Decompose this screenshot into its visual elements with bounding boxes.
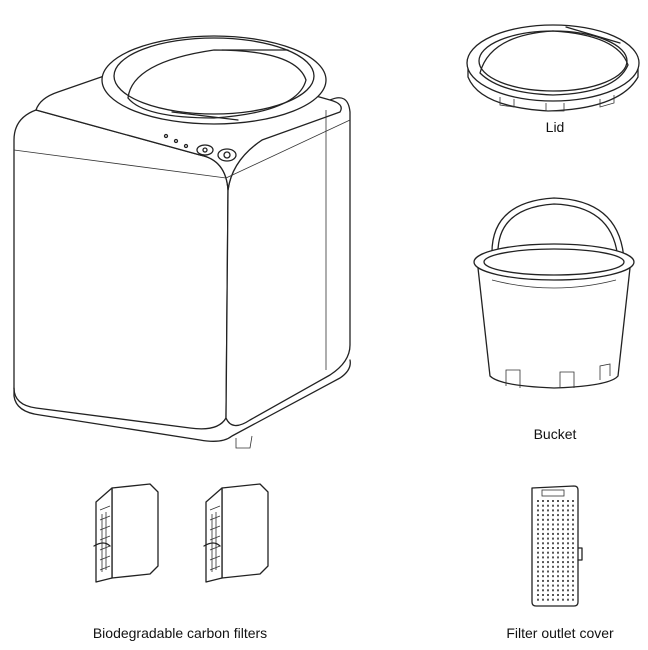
filter-cover-illustration [470,480,648,610]
filter-cover-label: Filter outlet cover [470,625,648,641]
lid-illustration [460,15,648,125]
carbon-filter-illustration-2 [200,480,280,585]
bucket-part: Bucket [460,190,648,450]
carbon-filter-illustration-1 [90,480,170,585]
bucket-label: Bucket [460,426,648,442]
lid-label: Lid [460,119,648,135]
filter-cover-part: Filter outlet cover [470,480,648,650]
bucket-illustration [460,190,648,400]
lid-part: Lid [460,15,648,155]
carbon-filters-part: Biodegradable carbon filters [60,480,300,650]
carbon-filters-label: Biodegradable carbon filters [60,625,300,641]
